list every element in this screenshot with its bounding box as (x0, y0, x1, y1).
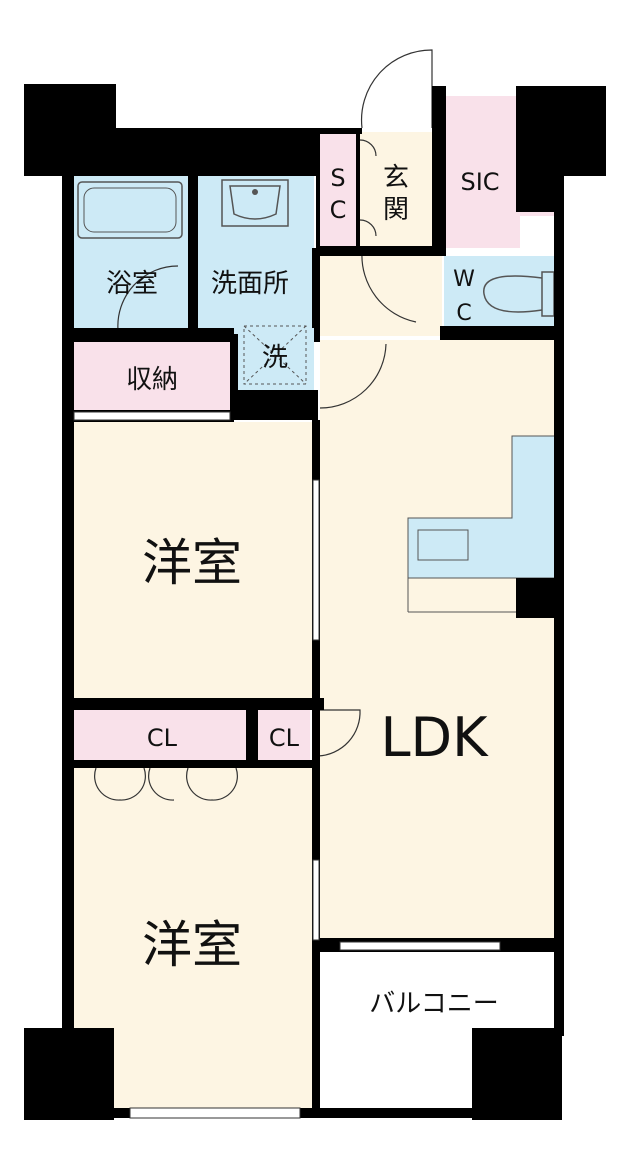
washroom-label: 洗面所 (211, 269, 289, 299)
washroom-door-swing (319, 343, 387, 409)
closet-right-door (317, 709, 361, 757)
washroom-fill (196, 176, 314, 328)
windows (73, 411, 501, 1119)
wc-fill (444, 256, 556, 330)
bath-label: 浴室 (106, 269, 158, 299)
sc-fill (318, 132, 358, 250)
wc-label-bottom: C (456, 301, 471, 326)
entrance-door-swing (360, 49, 433, 129)
doors (94, 49, 433, 801)
bath-door-swing (117, 265, 179, 331)
wc-label-top: W (453, 267, 475, 292)
western-room-lower-label: 洋室 (142, 916, 242, 974)
closet-left-label: CL (147, 724, 178, 752)
washing-machine-icon (243, 325, 307, 385)
storage-fill (72, 342, 230, 410)
closet-left-doors (94, 767, 238, 801)
sic-label: SIC (460, 168, 499, 196)
room-labels: 浴室 洗面所 洗 収納 S C 玄 関 SIC W C 洋室 CL CL LDK… (106, 163, 500, 1019)
bathtub-icon (77, 181, 183, 239)
hall-door-swing (361, 251, 417, 323)
sc-label-top: S (330, 164, 345, 192)
sc-label-bottom: C (330, 196, 347, 224)
sc-door (359, 139, 377, 237)
entrance-fill (360, 132, 442, 252)
laundry-label: 洗 (262, 343, 288, 373)
closet-left-fill (74, 710, 248, 766)
sink-icon (221, 179, 289, 227)
storage-label: 収納 (126, 365, 178, 395)
closet-right-label: CL (269, 724, 300, 752)
balcony-label: バルコニー (369, 989, 498, 1019)
western-upper-fill (72, 422, 312, 700)
ldk-label: LDK (380, 706, 489, 769)
closet-right-fill (258, 710, 310, 766)
sic-fill (444, 96, 520, 248)
entrance-label-bottom: 関 (383, 195, 409, 225)
hall-fill (314, 252, 442, 336)
ldk-fill (320, 340, 556, 944)
entrance-label-top: 玄 (383, 163, 409, 193)
western-room-upper-label: 洋室 (142, 534, 242, 592)
